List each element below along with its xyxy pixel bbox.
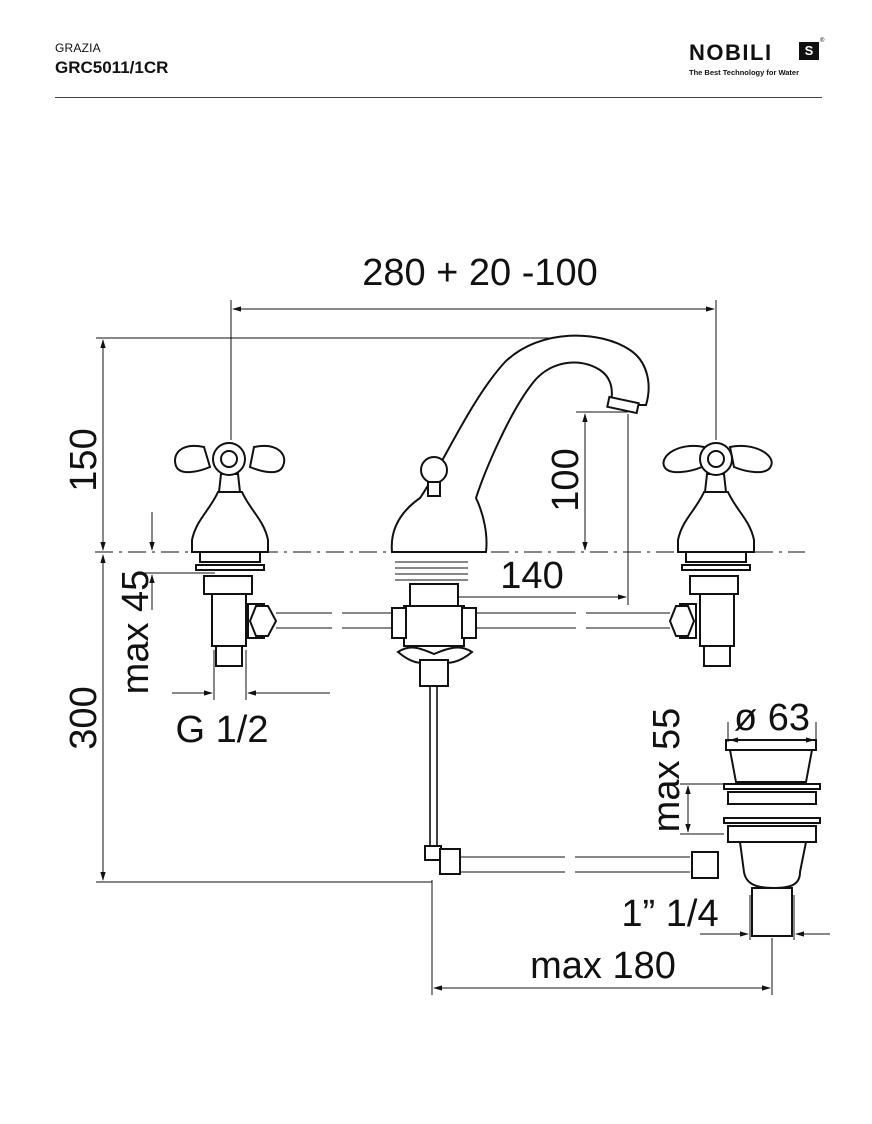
below-deck-label: 300 xyxy=(63,686,105,749)
popup-rod xyxy=(424,686,719,879)
right-cross-handle-icon xyxy=(662,442,773,667)
spout-height-dimension: 100 xyxy=(545,411,628,551)
logo-mark-icon: S xyxy=(799,42,819,60)
registered-mark: ® xyxy=(820,38,825,44)
header-divider xyxy=(55,97,822,98)
height-dimension: 150 xyxy=(63,337,560,551)
spout-reach-dimension: 140 xyxy=(433,414,629,605)
waste-thread-dimension: 1” 1/4 xyxy=(621,893,830,940)
connecting-hoses xyxy=(276,612,670,629)
under-deck-dimension: max 45 xyxy=(115,512,215,694)
below-deck-dimension: 300 xyxy=(63,554,432,883)
spout-reach-label: 140 xyxy=(500,555,563,597)
brand-logo: NOBILI S ® The Best Technology for Water xyxy=(675,38,825,80)
waste-diameter-label: ø 63 xyxy=(734,697,810,739)
spout-body-icon xyxy=(390,334,650,687)
waste-height-dimension: max 55 xyxy=(646,708,724,835)
height-label: 150 xyxy=(63,428,105,491)
waste-valve-icon xyxy=(723,739,821,937)
width-dimension: 280 + 20 -100 xyxy=(230,252,717,440)
waste-height-label: max 55 xyxy=(646,708,688,833)
series-name: GRAZIA xyxy=(55,41,101,55)
thread-label: G 1/2 xyxy=(176,709,269,751)
logo-wordmark: NOBILI xyxy=(689,40,773,65)
rod-length-dimension: max 180 xyxy=(431,880,773,995)
spout-height-label: 100 xyxy=(545,448,587,511)
product-code: GRC5011/1CR xyxy=(55,58,169,77)
under-deck-label: max 45 xyxy=(115,570,157,695)
thread-dimension: G 1/2 xyxy=(172,650,330,751)
waste-thread-label: 1” 1/4 xyxy=(621,893,718,935)
width-label: 280 + 20 -100 xyxy=(362,252,598,294)
waste-diameter-dimension: ø 63 xyxy=(727,697,817,743)
left-cross-handle-icon xyxy=(174,442,286,667)
logo-tagline: The Best Technology for Water xyxy=(689,68,800,77)
rod-length-label: max 180 xyxy=(530,945,676,987)
